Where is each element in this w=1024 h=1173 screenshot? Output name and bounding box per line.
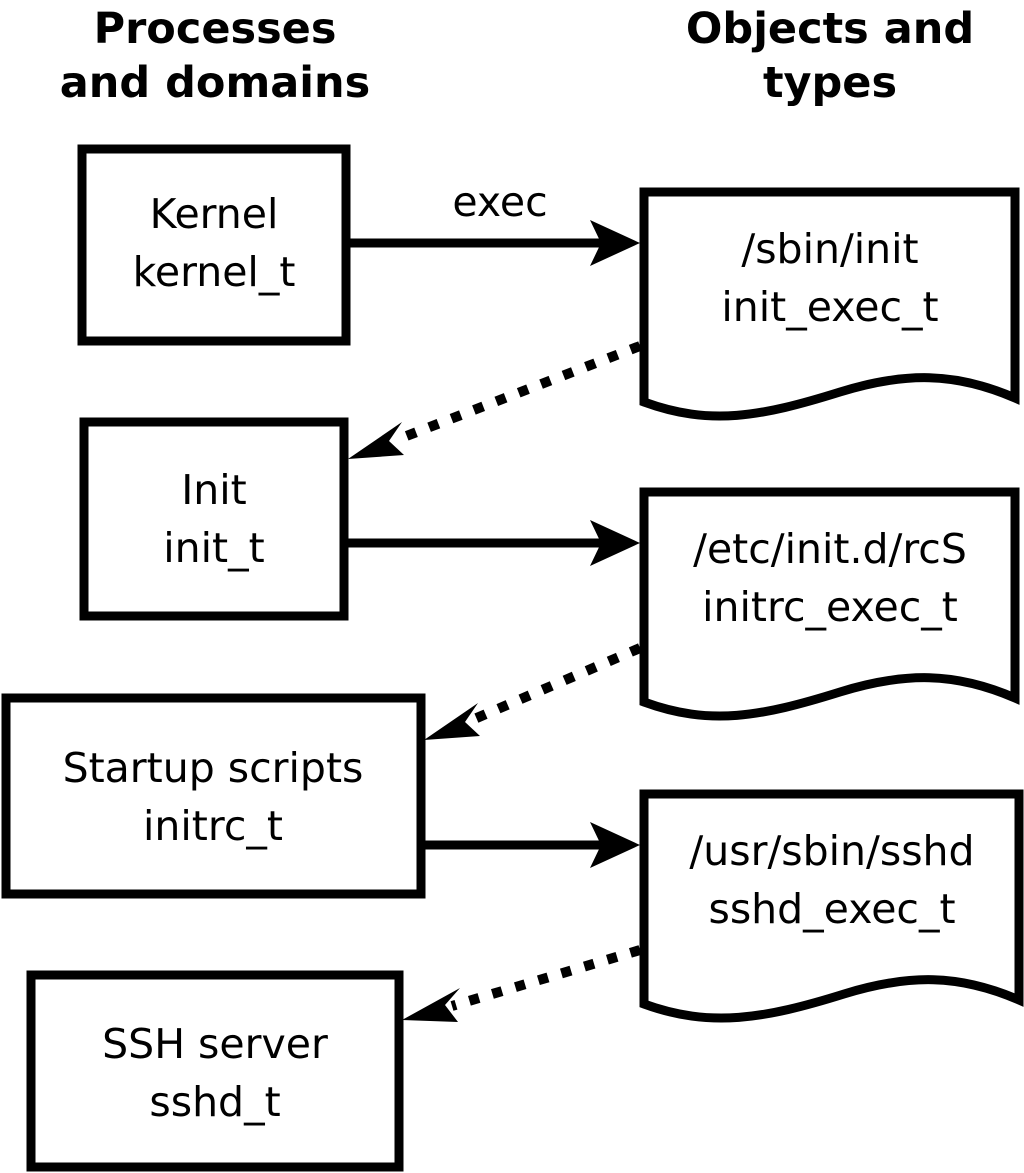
edge-init-exec-rcs-arrowhead <box>590 520 640 566</box>
node-ssh-server-box[interactable] <box>26 970 404 1172</box>
node-init-box[interactable] <box>79 417 349 621</box>
edge-sshd-exec-transition-ssh-server-line <box>450 945 642 1011</box>
node-etc-initd-rcs-label-line2: initrc_exec_t <box>702 583 958 631</box>
edge-sshd-exec-transition-ssh-server <box>402 945 642 1022</box>
edge-sbin-init-transition-init-arrowhead <box>348 422 404 459</box>
node-etc-initd-rcs[interactable]: /etc/init.d/rcS initrc_exec_t <box>639 487 1020 721</box>
column-header-objects-line2: types <box>763 58 897 108</box>
node-etc-initd-rcs-document-shape[interactable] <box>639 487 1020 721</box>
column-header-processes-line2: and domains <box>60 58 370 108</box>
node-kernel[interactable]: Kernel kernel_t <box>77 144 351 346</box>
edge-label-exec: exec <box>452 178 547 226</box>
node-init[interactable]: Init init_t <box>79 417 349 621</box>
node-ssh-server-label-line2: sshd_t <box>149 1078 280 1126</box>
column-header-objects-line1: Objects and <box>686 4 974 54</box>
edge-kernel-exec-sbin-init: exec <box>346 178 640 266</box>
node-usr-sbin-sshd-document-shape[interactable] <box>639 789 1024 1023</box>
edge-sbin-init-transition-init <box>348 341 642 459</box>
edge-kernel-exec-sbin-init-arrowhead <box>590 220 640 266</box>
node-usr-sbin-sshd-label-line2: sshd_exec_t <box>708 885 955 933</box>
node-usr-sbin-sshd[interactable]: /usr/sbin/sshd sshd_exec_t <box>639 789 1024 1023</box>
edge-rcs-transition-startup-scripts-line <box>470 643 642 725</box>
node-startup-scripts-label-line1: Startup scripts <box>63 744 364 792</box>
node-startup-scripts-box[interactable] <box>1 693 426 899</box>
column-header-processes: Processes and domains <box>60 4 370 108</box>
node-sbin-init-document-shape[interactable] <box>639 187 1020 421</box>
node-kernel-label-line1: Kernel <box>150 190 279 238</box>
node-ssh-server[interactable]: SSH server sshd_t <box>26 970 404 1172</box>
edge-rcs-transition-startup-scripts <box>424 643 642 740</box>
edge-sbin-init-transition-init-line <box>394 341 642 445</box>
node-sbin-init-label-line1: /sbin/init <box>741 225 918 273</box>
column-header-processes-line1: Processes <box>94 4 337 54</box>
node-startup-scripts[interactable]: Startup scripts initrc_t <box>1 693 426 899</box>
node-etc-initd-rcs-label-line1: /etc/init.d/rcS <box>693 525 967 573</box>
edge-startup-scripts-exec-sshd-arrowhead <box>590 822 640 868</box>
edge-sshd-exec-transition-ssh-server-arrowhead <box>402 988 460 1022</box>
edge-startup-scripts-exec-sshd <box>421 822 640 868</box>
node-sbin-init[interactable]: /sbin/init init_exec_t <box>639 187 1020 421</box>
node-startup-scripts-label-line2: initrc_t <box>143 802 283 850</box>
node-kernel-box[interactable] <box>77 144 351 346</box>
column-header-objects: Objects and types <box>686 4 974 108</box>
node-init-label-line2: init_t <box>163 524 264 572</box>
node-ssh-server-label-line1: SSH server <box>102 1020 328 1068</box>
edge-init-exec-rcs <box>344 520 640 566</box>
node-sbin-init-label-line2: init_exec_t <box>721 283 938 331</box>
edge-rcs-transition-startup-scripts-arrowhead <box>424 703 480 740</box>
node-init-label-line1: Init <box>181 466 247 514</box>
node-kernel-label-line2: kernel_t <box>133 248 296 296</box>
node-usr-sbin-sshd-label-line1: /usr/sbin/sshd <box>689 827 974 875</box>
